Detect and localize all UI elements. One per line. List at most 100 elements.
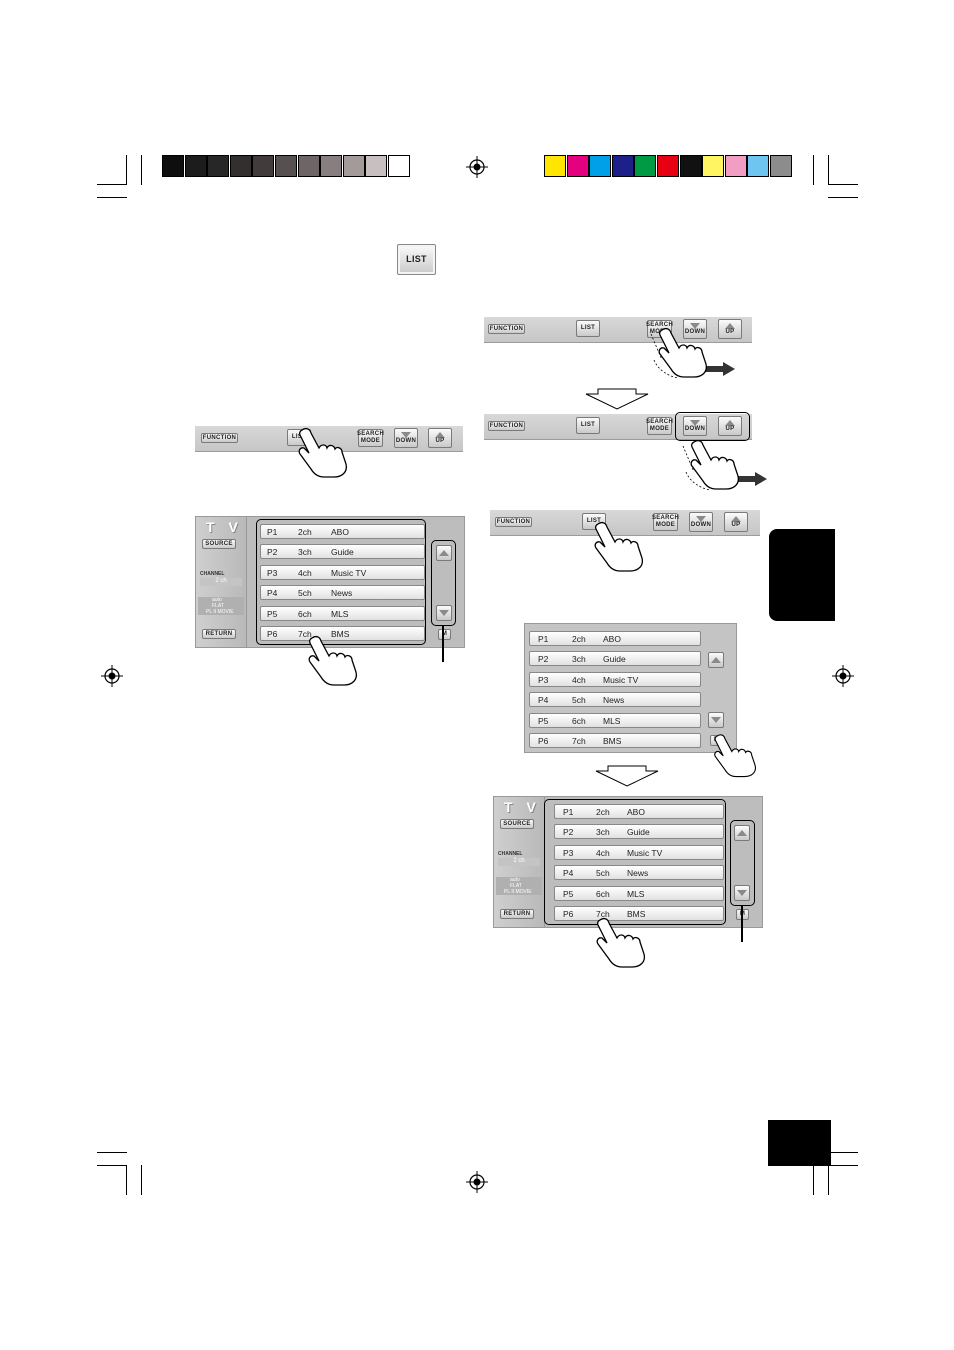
return-button[interactable]: RETURN: [500, 909, 534, 919]
status-flat: FLAT: [198, 603, 244, 609]
drag-arrow-right-2: [737, 472, 767, 486]
source-button[interactable]: SOURCE: [202, 539, 236, 549]
channel-ch: 7ch: [572, 736, 586, 746]
scroll-down-button[interactable]: [734, 885, 750, 901]
function-button[interactable]: FUNCTION: [488, 324, 525, 334]
up-button[interactable]: UP: [428, 428, 452, 448]
scroll-up-button[interactable]: [708, 652, 724, 668]
color-swatch: [679, 155, 702, 177]
channel-preset: P5: [538, 715, 549, 726]
up-button[interactable]: UP: [718, 319, 742, 339]
channel-name: News: [603, 695, 625, 706]
up-button[interactable]: UP: [718, 416, 742, 436]
tv-logo: T V: [206, 519, 243, 535]
channel-preset: P3: [538, 674, 549, 685]
source-button[interactable]: SOURCE: [500, 819, 534, 829]
flow-arrow-down-2: [595, 765, 659, 787]
hand-pointer-icon: [594, 521, 644, 572]
down-up-highlight: [675, 412, 750, 441]
channel-name: Music TV: [603, 674, 639, 685]
channel-preset: P2: [538, 654, 549, 665]
channel-name: MLS: [603, 715, 621, 726]
channel-preset: P1: [563, 807, 574, 817]
hand-pointer-icon: [682, 439, 740, 491]
callout-line-right: [741, 906, 743, 942]
color-swatch: [770, 155, 792, 177]
down-arrow-icon: [439, 610, 449, 616]
up-button[interactable]: UP: [724, 512, 748, 532]
scroll-down-button[interactable]: [436, 605, 452, 621]
channel-preset: P1: [538, 634, 549, 644]
gray-swatch: [184, 155, 207, 177]
up-arrow-icon: [731, 515, 741, 522]
hand-pointer-icon: [308, 635, 358, 686]
scroll-up-button[interactable]: [436, 545, 452, 561]
down-arrow-icon: [401, 431, 411, 438]
gray-swatch: [229, 155, 252, 177]
channel-preset: P4: [267, 588, 278, 599]
scroll-down-button[interactable]: [708, 712, 724, 728]
function-button[interactable]: FUNCTION: [201, 433, 238, 443]
channel-name: BMS: [331, 629, 350, 639]
down-arrow-icon: [696, 515, 706, 522]
color-swatch: [611, 155, 634, 177]
status-auto: auto: [496, 877, 542, 883]
color-swatch: [747, 155, 770, 177]
function-button[interactable]: FUNCTION: [488, 421, 525, 431]
scroll-up-button[interactable]: [734, 825, 750, 841]
channel-name: ABO: [627, 807, 645, 817]
down-button[interactable]: DOWN: [689, 512, 713, 532]
return-button[interactable]: RETURN: [202, 629, 236, 639]
memory-button[interactable]: M: [736, 909, 749, 920]
up-arrow-icon: [711, 657, 721, 663]
tv-sidebar: T V SOURCE CHANNEL 2 ch auto FLAT PL II …: [494, 797, 545, 927]
down-arrow-icon: [737, 890, 747, 896]
down-arrow-icon: [690, 419, 700, 426]
list-button[interactable]: LIST: [576, 320, 600, 337]
channel-ch: 7ch: [596, 909, 610, 919]
list-button[interactable]: LIST: [576, 417, 600, 434]
function-button[interactable]: FUNCTION: [495, 517, 532, 527]
down-button[interactable]: DOWN: [394, 428, 418, 448]
color-swatch: [566, 155, 589, 177]
registration-mark-left: [101, 665, 123, 687]
down-button[interactable]: DOWN: [683, 416, 707, 436]
channel-label: CHANNEL: [498, 851, 523, 857]
gray-swatch: [388, 155, 410, 177]
down-button[interactable]: DOWN: [683, 319, 707, 339]
channel-preset: P6: [563, 909, 574, 919]
channel-preset: P3: [563, 847, 574, 858]
page-number-box: [768, 1120, 831, 1166]
registration-mark-top: [466, 156, 488, 178]
up-arrow-icon: [439, 550, 449, 556]
status-flat: FLAT: [496, 883, 542, 889]
gray-swatch: [252, 155, 275, 177]
status-surround: PL II MOVIE: [198, 609, 244, 615]
channel-name: Guide: [603, 654, 626, 665]
memory-button[interactable]: M: [438, 629, 451, 640]
flow-arrow-down-1: [585, 388, 649, 410]
status-surround: PL II MOVIE: [496, 889, 542, 895]
